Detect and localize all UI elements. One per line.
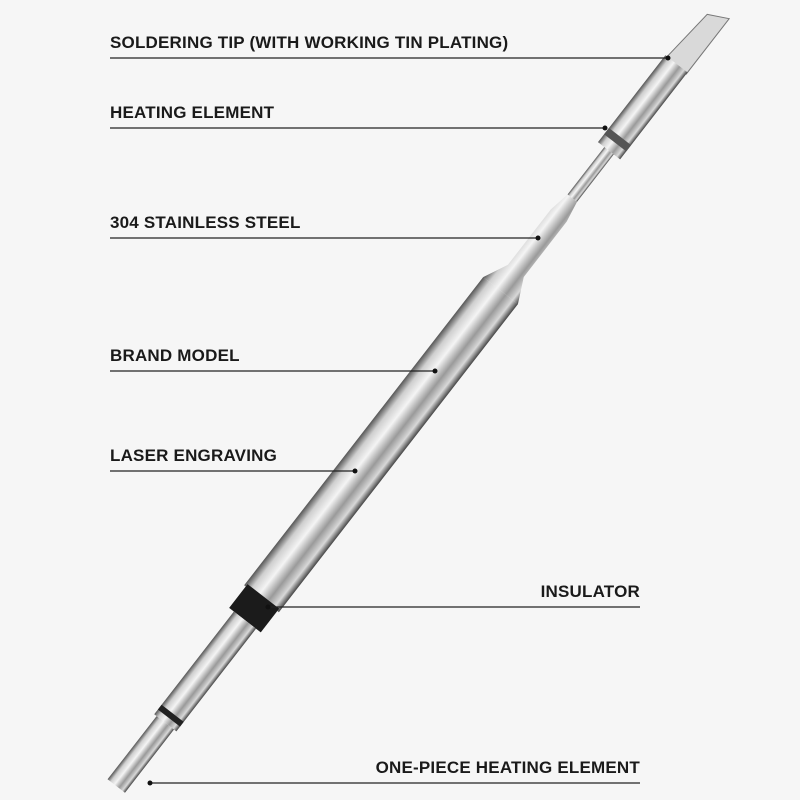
label-insulator: INSULATOR <box>540 582 640 601</box>
steel-shaft <box>483 194 577 305</box>
label-heating-element: HEATING ELEMENT <box>110 103 275 122</box>
label-stainless-steel: 304 STAINLESS STEEL <box>110 213 301 232</box>
neck <box>567 147 614 202</box>
label-one-piece-heating-element: ONE-PIECE HEATING ELEMENT <box>375 758 640 777</box>
lower-band <box>157 704 184 727</box>
label-laser-engraving: LASER ENGRAVING <box>110 446 278 465</box>
leader-dots <box>147 55 671 786</box>
end-shaft <box>107 716 174 793</box>
label-brand-model: BRAND MODEL <box>110 346 240 365</box>
heating-band <box>604 127 632 152</box>
main-body <box>244 277 518 613</box>
lower-shaft <box>154 611 257 732</box>
leader-lines <box>110 57 668 784</box>
tip-sleeve <box>597 55 688 160</box>
insulator-band <box>229 584 280 633</box>
label-soldering-tip: SOLDERING TIP (WITH WORKING TIN PLATING) <box>110 33 509 52</box>
